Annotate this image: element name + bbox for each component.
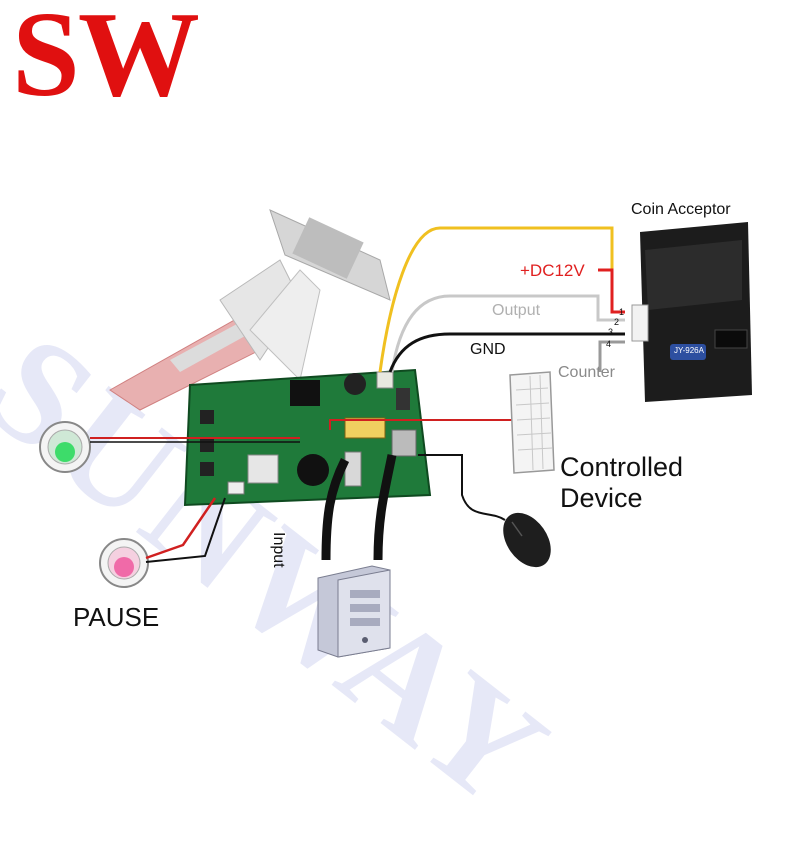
pause-label: PAUSE [73,602,160,632]
dc12v-wire [598,268,625,314]
input-cable-left [321,457,350,561]
controlled-device-label: Controlled Device [560,452,683,514]
brand-logo: SW [12,0,200,122]
control-pcb [183,368,432,507]
counter-label: Counter [558,364,615,381]
coin-model-label: JY-926A [674,346,704,355]
display-module [269,209,391,301]
mouse-icon [503,512,551,568]
green-button-icon [39,421,91,473]
gnd-wire [388,332,625,373]
ribbon-cable [109,259,321,411]
input-cable-right [373,454,397,561]
pause-wire-red [145,497,217,560]
output-label: Output [492,302,541,319]
keyboard-icon [509,371,555,474]
wiring-diagram [39,209,752,658]
mouse-cable [418,454,506,521]
pin-3-label: 3 [608,327,614,337]
coin-acceptor [631,222,752,402]
pin-1-label: 1 [619,307,625,317]
computer-tower-icon [317,565,391,658]
counter-wire [598,340,625,372]
output-wire [390,294,625,373]
keyboard-wire [329,419,512,430]
pin-2-label: 2 [614,317,620,327]
signal-wire [378,226,614,373]
dc12v-label: +DC12V [520,261,585,280]
gnd-label: GND [470,341,506,358]
pin-4-label: 4 [606,339,612,349]
controlled-device-line2: Device [560,483,643,514]
input-label: Input [270,532,287,568]
pink-button-icon [99,538,149,588]
coin-acceptor-label: Coin Acceptor [631,201,731,218]
pause-wire-black [145,497,226,563]
controlled-device-line1: Controlled [560,452,684,482]
